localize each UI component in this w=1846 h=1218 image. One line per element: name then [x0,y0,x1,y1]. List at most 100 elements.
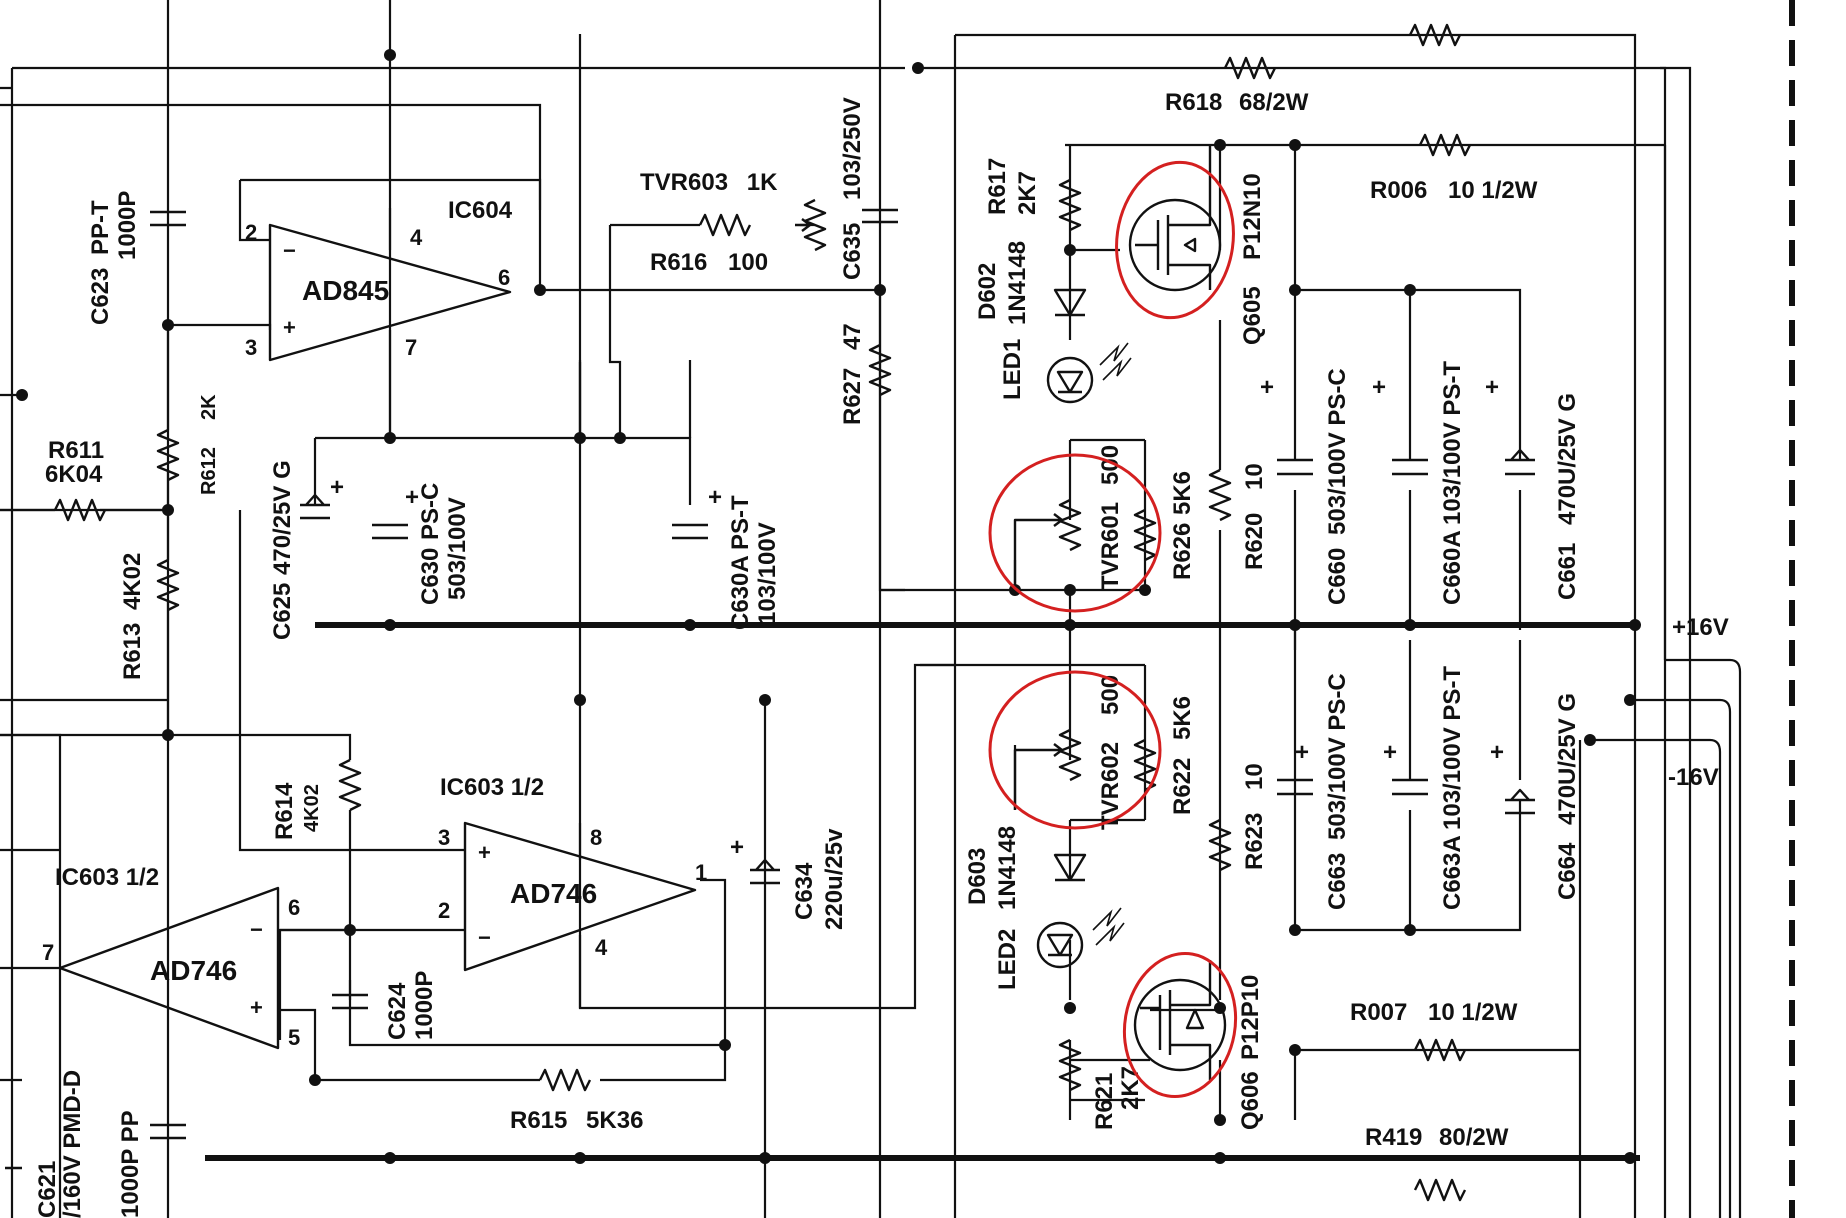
q606-value: P12P10 [1237,975,1264,1060]
d602-symbol [1053,288,1087,317]
ic604-pin-vplus: 4 [410,225,423,250]
r612-ref: R612 [198,447,220,495]
r623-body [1208,818,1232,872]
c6xx-value: 1000P PP [117,1110,144,1218]
c663-ref: C663 [1324,853,1351,910]
c630a-plus: + [708,484,722,511]
r627-value: 47 [839,323,866,350]
ic603b-part: AD746 [150,955,237,986]
r623-ref: R623 [1241,813,1268,870]
c630a-plates [672,523,708,540]
r614-ref: R614 [271,782,298,840]
r617-value: 2K7 [1014,171,1041,215]
c625-value: 470/25V G [269,460,296,575]
ic603a-ref: IC603 1/2 [440,774,544,801]
r611-ref: R611 [48,437,104,464]
c630-ref: C630 [417,548,444,605]
c660-value: 503/100V PS-C [1324,368,1351,535]
c660-plus: + [1260,374,1274,401]
c663-value: 503/100V PS-C [1324,673,1351,840]
led2-circle [1036,921,1084,969]
highlight-marks [988,160,1238,1099]
ic604-ref: IC604 [448,197,513,224]
r615-label: R615 5K36 [510,1107,643,1134]
c634-value: 220u/25v [821,828,848,930]
c621-ref: C621 [34,1161,61,1218]
c624-value: 1000P [411,971,438,1040]
c664-value: 470U/25V G [1554,693,1581,825]
ic603b-pin-noninv: 5 [288,1025,300,1050]
ic603b-minus-sign: − [250,917,263,942]
r006-label: R006 10 1/2W [1370,177,1538,204]
d602-ref: D602 [974,263,1001,320]
ic603b-opamp: AD746 IC603 1/2 6 5 7 − + [0,864,350,1080]
ic603b-pin-inv: 6 [288,895,300,920]
ic604-pin-out: 6 [498,265,510,290]
r616-value: 100 [728,249,768,276]
d603-symbol [1053,853,1087,882]
ic603a-pin-vplus: 8 [590,825,602,850]
led2-ref: LED2 [994,929,1021,990]
r613-body [156,558,180,612]
ic603a-part: AD746 [510,878,597,909]
rail-labels: +16V -16V [1668,614,1729,791]
c660-plates [1277,458,1313,476]
c635-value: 103/250V [839,97,866,200]
r613-ref: R613 [119,623,146,680]
r618-value: 68/2W [1239,89,1309,116]
c625-ref: C625 [269,583,296,640]
r615-ref: R615 [510,1107,567,1134]
ic603a-minus-sign: − [478,925,491,950]
c663-plates [1277,778,1313,796]
tvr603-body [803,198,827,252]
r007-label: R007 10 1/2W [1350,999,1518,1026]
power-buses [205,622,1640,1161]
r612-value: 2K [198,394,220,420]
c663a-plates [1392,778,1428,796]
tvr601-body [1058,498,1082,552]
c660a-value: 103/100V PS-T [1439,361,1466,525]
c634-body [750,858,780,885]
r614-body [338,758,362,812]
r622-ref: R622 [1169,758,1196,815]
q606-circle [1133,978,1227,1072]
ic604-pin-inv: 2 [245,220,257,245]
q606-ref: Q606 [1237,1071,1264,1130]
ic603b-ref: IC603 1/2 [55,864,159,891]
r611-body [53,498,107,522]
c624-ref: C624 [384,982,411,1040]
r621-value: 2K7 [1117,1066,1144,1110]
junctions [16,49,1641,1164]
c660-ref: C660 [1324,548,1351,605]
c635-ref: C635 [839,223,866,280]
tvr602-value: 500 [1097,675,1124,715]
r006-ref: R006 [1370,177,1427,204]
r615-body [538,1068,592,1092]
semiconductors: D602 1N4148 LED1 D603 1N4148 LED2 P12N10… [964,145,1266,1130]
r626-value: 5K6 [1169,471,1196,515]
rail-neg-label: -16V [1668,764,1719,791]
r616-label: R616 100 [650,249,768,276]
tvr601-value: 500 [1097,445,1124,485]
ic604-opamp: AD845 IC604 2 3 4 7 6 − + [245,197,513,438]
ic604-pin-noninv: 3 [245,335,257,360]
c630-plates [372,523,408,540]
ic603a-pin-noninv: 3 [438,825,450,850]
c661-ref: C661 [1554,543,1581,600]
q605-value: P12N10 [1239,173,1266,260]
c630a-value: 103/100V [754,522,781,625]
c660a-ref: C660A [1439,530,1466,605]
r618-ref: R618 [1165,89,1222,116]
c635-plates [862,208,898,224]
led1-circle [1046,356,1094,404]
c630-value: 503/100V [444,497,471,600]
r621-ref: R621 [1091,1073,1118,1130]
c630-plus: + [405,484,419,511]
r621-body [1058,1038,1082,1092]
r620-ref: R620 [1241,513,1268,570]
c623-value: 1000P [114,191,141,260]
ic603a-opamp: AD746 IC603 1/2 3 2 8 4 1 + − [438,774,707,1008]
r622-value: 5K6 [1169,696,1196,740]
